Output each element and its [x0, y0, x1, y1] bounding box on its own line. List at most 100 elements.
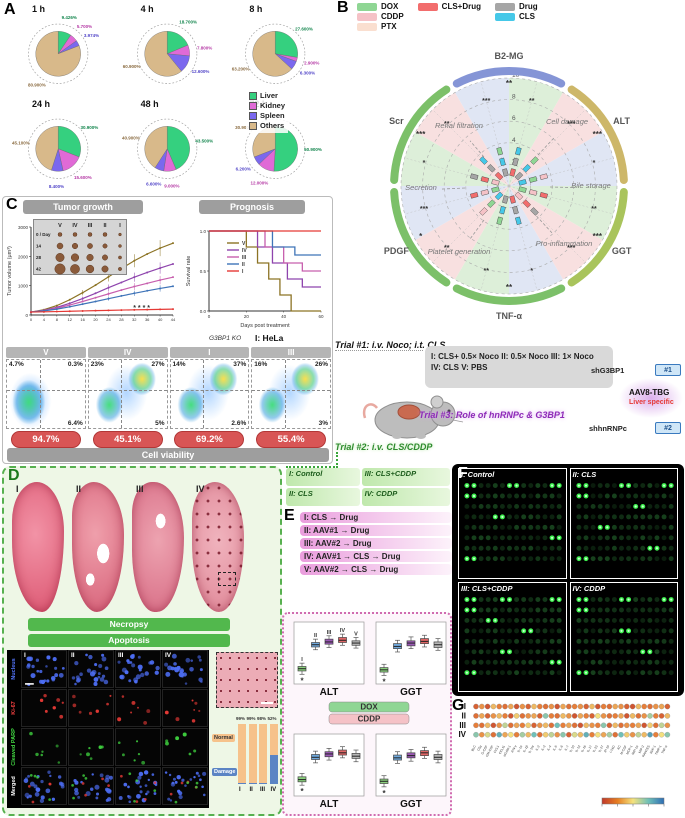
svg-text:36: 36 [145, 317, 150, 322]
fluoro-cell-merged-IV [162, 767, 208, 805]
trial1-label: Trial #1: i.v. Noco; i.t. CLS [335, 340, 446, 350]
svg-text:Platelet generation: Platelet generation [428, 247, 491, 256]
svg-text:IL-5: IL-5 [552, 744, 558, 751]
svg-text:RANTES: RANTES [641, 745, 651, 758]
svg-text:G-CSF: G-CSF [480, 745, 488, 756]
svg-text:12: 12 [68, 317, 73, 322]
svg-text:IL-13: IL-13 [574, 744, 581, 752]
viability-badge: 55.4% [256, 431, 327, 448]
damage-bar [238, 783, 246, 784]
svg-text:B2-MG: B2-MG [495, 51, 524, 61]
pie-time-label: 24 h [32, 99, 51, 109]
dot-blot-2: II: CLS [569, 468, 678, 579]
svg-text:V: V [354, 631, 358, 637]
svg-text:GM-CSF: GM-CSF [485, 745, 494, 758]
fluoro-cell-nucleus-IV: IV [162, 650, 208, 688]
normal-pct-label: 98% [257, 716, 267, 721]
legend-label: CLS+Drug [441, 2, 482, 11]
svg-text:60.900%: 60.900% [122, 64, 140, 69]
aav-glow [619, 378, 683, 418]
svg-text:6.600%: 6.600% [146, 181, 161, 186]
svg-text:Bile storage: Bile storage [571, 181, 611, 190]
fluoro-cell-nucleus-II: II [68, 650, 114, 688]
treatment-legend-item: PTX [357, 22, 404, 31]
svg-text:63.200%: 63.200% [232, 66, 250, 71]
flow-density-plot: 16%26%3% [251, 359, 331, 429]
panel-d-letter: D [8, 467, 20, 484]
svg-text:0.5: 0.5 [200, 269, 207, 274]
liver-specific-label: Liver specific [629, 399, 674, 406]
svg-text:45.100%: 45.100% [12, 140, 30, 145]
scale-bar [261, 702, 273, 704]
damage-cat-label: II [249, 787, 253, 793]
svg-text:SDF-1: SDF-1 [649, 744, 657, 754]
trial2-group-chip: III: CLS+CDDP [361, 468, 450, 486]
svg-text:40: 40 [281, 314, 287, 319]
svg-text:**: ** [506, 79, 513, 88]
quadrant-percentage: 3% [318, 420, 328, 427]
svg-text:Scr: Scr [389, 116, 404, 126]
legend-label: PTX [381, 22, 397, 31]
trial1-groups-line2: IV: CLS V: PBS [431, 363, 488, 372]
legend-swatch [495, 2, 516, 11]
svg-text:III: III [242, 255, 247, 261]
liver-section-1: I [12, 482, 64, 612]
svg-text:IL-1β: IL-1β [522, 744, 529, 752]
svg-text:30.900%: 30.900% [81, 125, 99, 130]
legend-label: CLS [519, 12, 536, 21]
svg-text:4: 4 [512, 137, 516, 144]
panel-b-letter: B [337, 0, 349, 16]
aav-tag-1: #1 [655, 364, 681, 376]
liver-section-3: III [132, 482, 184, 612]
svg-text:3.974%: 3.974% [84, 33, 99, 38]
panel-d: D I II III IV Necropsy Apoptosis Nucleus… [2, 466, 282, 816]
aav-scheme-line: V: AAV#2 → CLS → Drug [300, 564, 452, 575]
svg-text:5.700%: 5.700% [77, 24, 92, 29]
flow-density-plot: 23%27%5% [87, 359, 168, 429]
svg-text:12.600%: 12.600% [191, 69, 209, 74]
svg-text:2.900%: 2.900% [304, 61, 319, 66]
svg-text:II: II [103, 223, 107, 229]
svg-text:8: 8 [56, 317, 59, 322]
svg-text:I: I [464, 702, 466, 711]
svg-text:***: *** [593, 130, 603, 139]
svg-text:**: ** [483, 268, 489, 275]
legend-swatch [357, 22, 377, 31]
svg-text:0.0: 0.0 [200, 309, 207, 314]
svg-text:IL-17: IL-17 [586, 744, 593, 752]
svg-text:PDGF: PDGF [384, 246, 410, 256]
pie-time-label: 8 h [249, 4, 263, 14]
dot-blot-4: IV: CDDP [569, 581, 678, 692]
panel-g-letter: G [452, 697, 465, 714]
fluoro-col-header: I [24, 652, 26, 659]
svg-text:ALT: ALT [320, 799, 339, 810]
quadrant-percentage: 23% [90, 361, 104, 368]
svg-text:18.700%: 18.700% [179, 20, 197, 25]
svg-text:IL-1ra: IL-1ra [527, 744, 535, 753]
svg-text:12.000%: 12.000% [251, 180, 269, 185]
damage-bar [269, 755, 278, 784]
svg-text:MCP-1: MCP-1 [625, 744, 633, 755]
fluoro-row-label: Cleaved PARP [11, 728, 17, 766]
svg-text:CDDP: CDDP [358, 715, 381, 724]
organ-legend-item: Kidney [249, 101, 285, 110]
svg-text:IL-16: IL-16 [580, 744, 587, 752]
svg-text:44: 44 [171, 317, 176, 322]
normal-bar [259, 724, 267, 783]
legend-swatch [417, 2, 438, 11]
fluoro-cell-cleaved-parp-III [115, 728, 161, 766]
flow-panel-header: III [251, 347, 331, 358]
fluoro-cell-nucleus-III: III [115, 650, 161, 688]
svg-text:***: *** [416, 130, 426, 139]
